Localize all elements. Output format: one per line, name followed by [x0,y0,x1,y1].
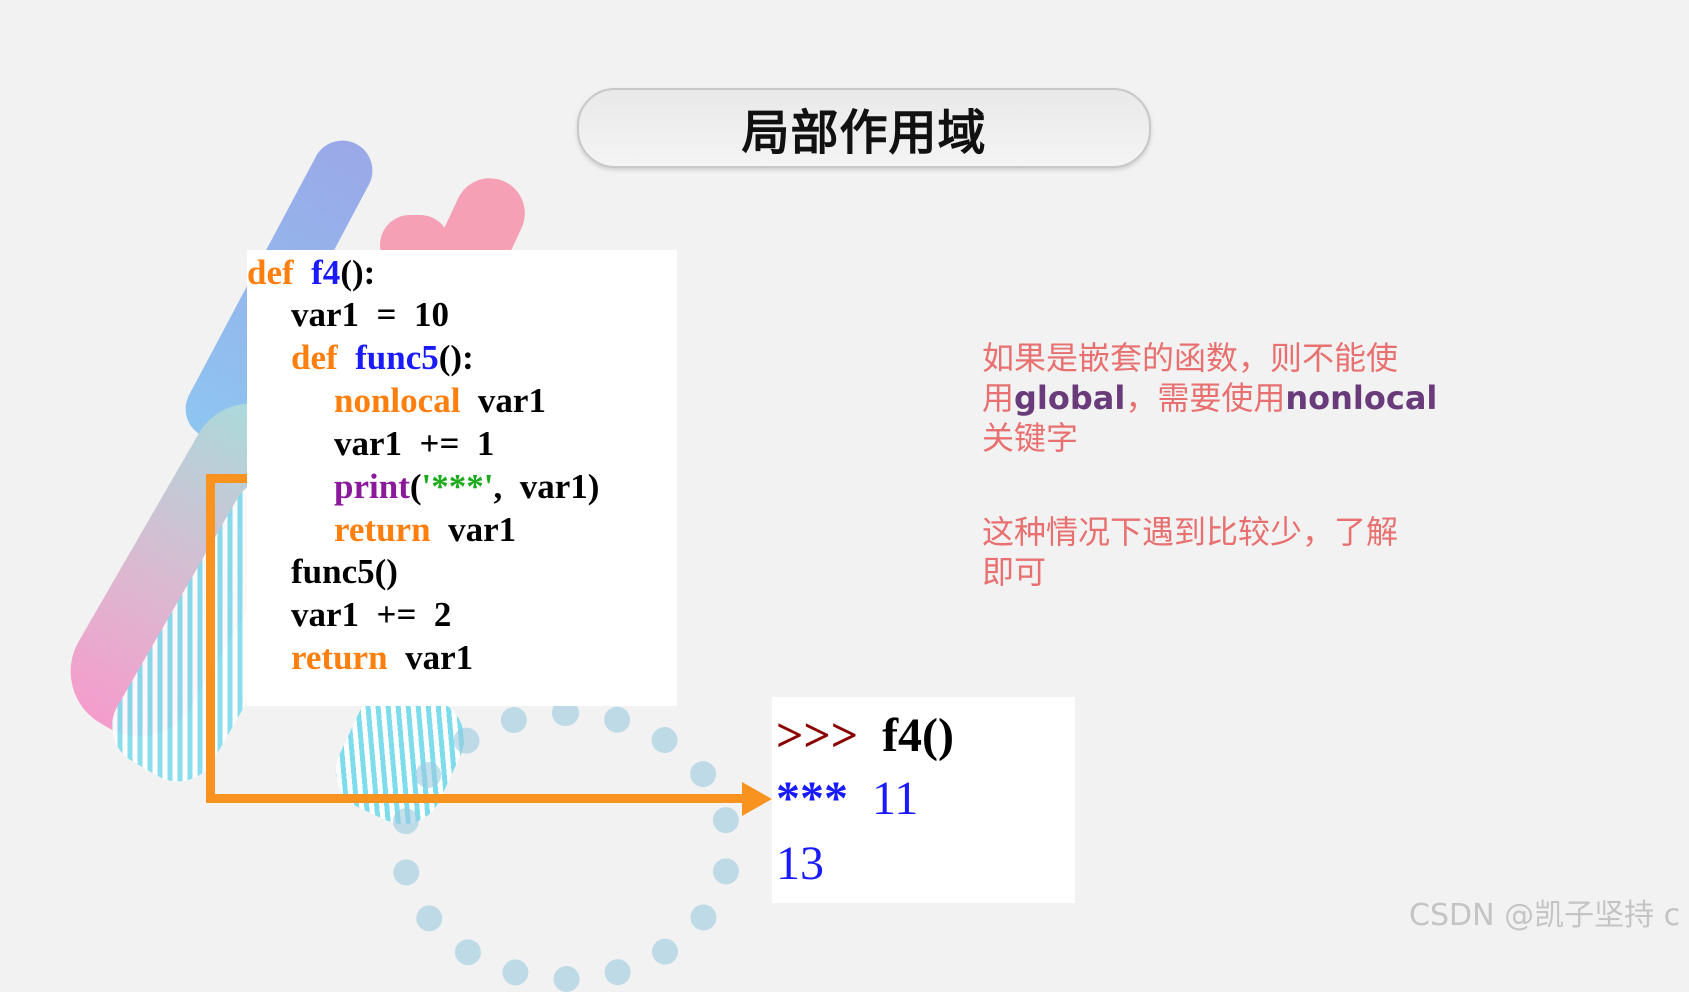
note-code: global [1014,379,1126,417]
note-code: nonlocal [1285,379,1438,417]
code-line: nonlocal var1 [334,381,546,421]
builtin: print [334,467,410,506]
keyword: return [334,510,431,549]
page-title: 局部作用域 [741,105,987,161]
output-block: >>> f4() *** 11 13 [772,697,1075,903]
note-line: 关键字 [982,419,1079,457]
keyword: def [247,253,294,292]
note-line: 这种情况下遇到比较少，了解 [982,513,1399,551]
keyword: nonlocal [334,381,461,420]
arrow-line-top [206,474,251,483]
code-text: var1 [477,381,546,420]
code-line: var1 = 10 [291,295,449,334]
code-text: var1 [405,638,474,677]
string-literal: '***' [421,467,494,506]
arrow-line-horizontal [206,794,746,803]
prompt: >>> [776,709,859,762]
code-line: var1 += 2 [291,595,452,634]
code-text: , var1) [493,467,600,506]
output-line: 13 [776,837,824,890]
note-line: 如果是嵌套的函数，则不能使 [982,339,1399,377]
code-line: var1 += 1 [334,424,495,463]
code-line: def f4(): [247,253,375,293]
output-line: *** 11 [776,774,918,824]
command: f4() [882,709,955,762]
arrow-head-icon [742,782,772,816]
code-block: def f4(): var1 = 10 def func5(): nonloca… [247,250,677,706]
decorative-dot-ring [390,700,742,992]
code-text: (): [438,338,474,377]
note-line: 用global，需要使用nonlocal [982,378,1437,418]
code-line: def func5(): [291,338,474,378]
output-value: 11 [872,772,919,825]
note-paragraph-2: 这种情况下遇到比较少，了解 即可 [982,512,1398,592]
note-line: 即可 [982,553,1047,591]
note-text: 用 [982,379,1015,417]
title-banner: 局部作用域 [577,88,1151,168]
arrow-line-vertical [206,474,215,803]
keyword: return [291,638,388,677]
note-paragraph-1: 如果是嵌套的函数，则不能使 用global，需要使用nonlocal 关键字 [982,338,1437,458]
keyword: def [291,338,338,377]
note-text: ，需要使用 [1125,379,1286,417]
function-name: func5 [355,338,439,377]
output-stars: *** [776,772,848,825]
code-line: return var1 [334,510,516,550]
code-text: (): [340,253,376,292]
watermark: CSDN @凯子坚持 c [1409,898,1681,933]
code-line: print('***', var1) [334,467,599,507]
code-line: return var1 [291,638,473,678]
code-line: func5() [291,552,398,591]
code-text: ( [409,467,422,506]
function-name: f4 [311,253,341,292]
output-line: >>> f4() [776,711,954,761]
code-text: var1 [448,510,517,549]
